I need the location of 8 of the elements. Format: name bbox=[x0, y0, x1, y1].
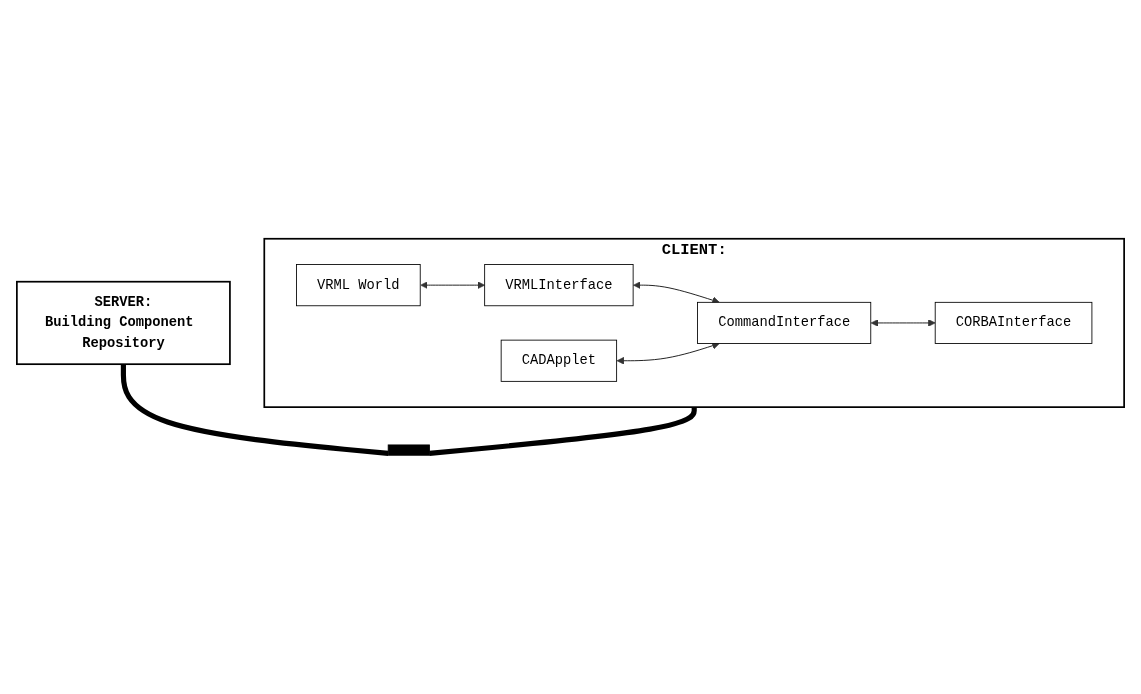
connector bbox=[120, 364, 389, 456]
node-box: CORBAInterface bbox=[934, 301, 1093, 344]
node-bar bbox=[387, 444, 430, 456]
node-box: CADApplet bbox=[500, 339, 618, 382]
node-box: VRMLInterface bbox=[484, 264, 634, 307]
node-box: SERVER: Building Component Repository bbox=[16, 280, 231, 366]
node-box: CommandInterface bbox=[697, 301, 872, 344]
node-box: VRML World bbox=[296, 264, 421, 307]
